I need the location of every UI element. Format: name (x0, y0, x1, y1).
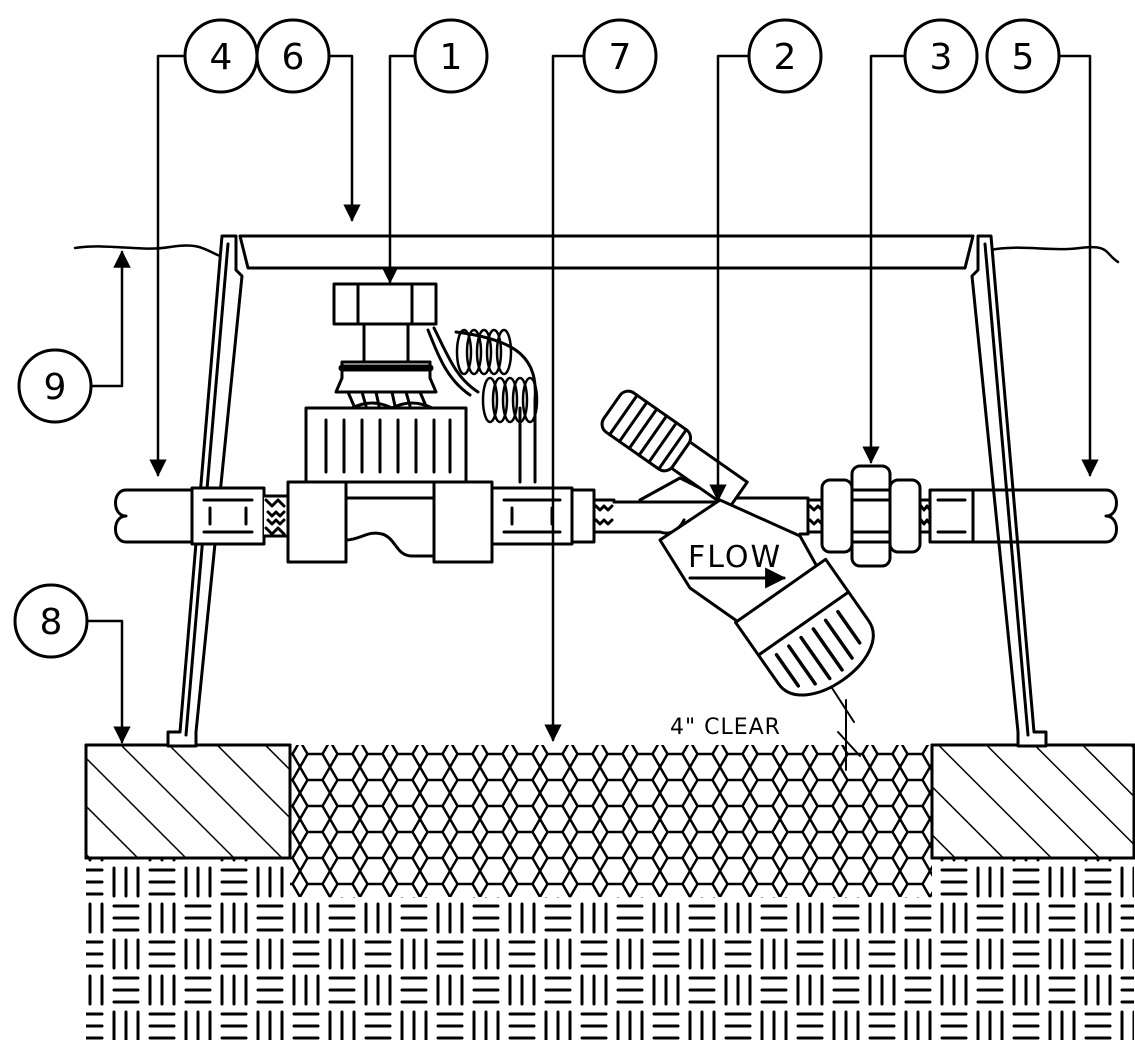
callout-3: 3 (903, 18, 979, 94)
callout-circle (17, 348, 93, 424)
callout-5: 5 (985, 18, 1061, 94)
brick-support-left (84, 743, 292, 860)
callout-2: 2 (747, 18, 823, 94)
callout-6: 6 (255, 18, 331, 94)
callout-circle (13, 583, 89, 659)
clearance-label: 4" CLEAR (670, 715, 781, 740)
callout-9: 9 (17, 348, 93, 424)
callout-number: 7 (609, 37, 632, 78)
outlet-pipe (971, 488, 1118, 544)
callout-number: 5 (1012, 37, 1035, 78)
callout-bubbles: 4 6 1 7 2 3 5 9 8 (13, 18, 1061, 659)
valve-outlet-fitting (490, 486, 616, 546)
callout-4: 4 (183, 18, 259, 94)
callout-7: 7 (582, 18, 658, 94)
flow-label: FLOW (688, 540, 782, 575)
callout-number: 8 (40, 602, 63, 643)
callout-number: 1 (440, 37, 463, 78)
finish-grade (73, 244, 1120, 264)
union-fitting (806, 464, 975, 568)
callout-circle (903, 18, 979, 94)
callout-1: 1 (413, 18, 489, 94)
callout-number: 9 (44, 367, 67, 408)
leader-lines (86, 54, 1099, 744)
brick-support-right (930, 743, 1135, 860)
callout-circle (985, 18, 1061, 94)
callout-number: 4 (210, 37, 233, 78)
inlet-pipe (114, 488, 194, 544)
callout-circle (747, 18, 823, 94)
callout-circle (255, 18, 331, 94)
callout-number: 6 (282, 37, 305, 78)
callout-8: 8 (13, 583, 89, 659)
callout-circle (413, 18, 489, 94)
callout-number: 2 (774, 37, 797, 78)
remote-control-valve (286, 282, 539, 564)
inlet-fitting (190, 486, 290, 546)
gravel-sump (290, 745, 932, 897)
callout-circle (582, 18, 658, 94)
callout-number: 3 (930, 37, 953, 78)
